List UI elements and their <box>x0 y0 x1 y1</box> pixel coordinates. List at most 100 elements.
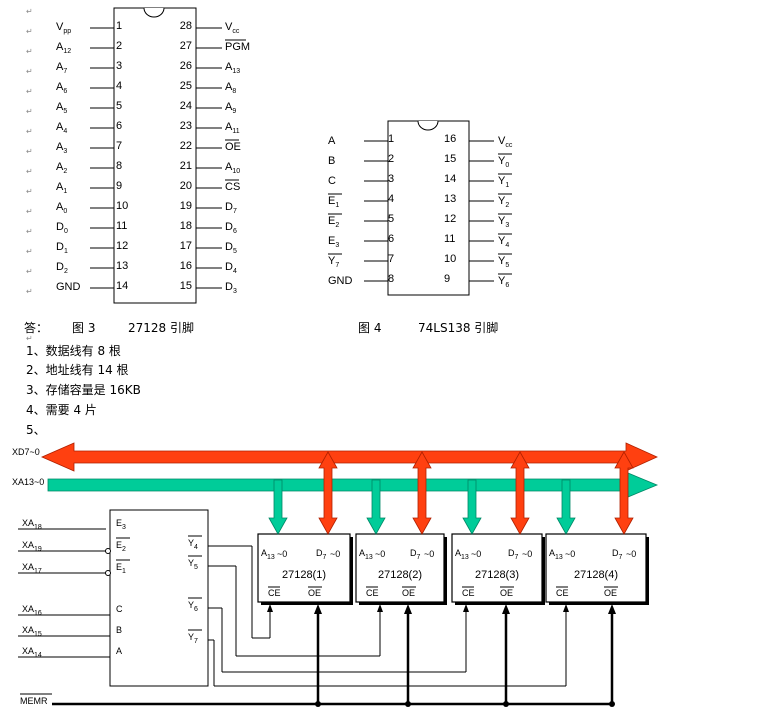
svg-text:Y6: Y6 <box>498 275 509 289</box>
pin-label: A7 <box>56 61 67 75</box>
pin-label: Y6 <box>498 273 512 289</box>
svg-text:↵: ↵ <box>26 27 33 36</box>
pin-label: Y7 <box>328 253 342 269</box>
pin-number: 2 <box>388 153 394 165</box>
svg-text:A: A <box>116 646 122 656</box>
chip-addr-suffix: ~0 <box>277 549 287 559</box>
ce-arrowhead <box>563 604 569 612</box>
inversion-bubble <box>105 548 111 554</box>
address-bus-tap <box>462 479 482 535</box>
junction-dot <box>405 701 411 707</box>
svg-text:↵: ↵ <box>26 67 33 76</box>
pin-number: 28 <box>180 20 192 32</box>
answer-prefix: 答： <box>24 320 48 335</box>
svg-text:D6: D6 <box>225 221 237 235</box>
ce-arrowhead <box>377 604 383 612</box>
data-bus-tap <box>318 451 338 535</box>
chip-oe-label: OE <box>308 588 321 598</box>
svg-text:OE: OE <box>225 141 241 153</box>
svg-text:D2: D2 <box>56 261 68 275</box>
pin-label: Vcc <box>498 135 513 149</box>
pin-number: 15 <box>180 280 192 292</box>
answer-4: 4、需要 4 片 <box>26 403 97 417</box>
pin-label: A2 <box>56 161 67 175</box>
svg-text:A12: A12 <box>56 41 71 55</box>
svg-text:C: C <box>328 175 336 187</box>
decoder-74ls138 <box>109 509 209 687</box>
pin-number: 1 <box>116 20 122 32</box>
chip-data-label: D7 <box>410 548 421 561</box>
svg-text:D7: D7 <box>225 201 237 215</box>
pin-label: A6 <box>56 81 67 95</box>
pin-number: 11 <box>444 233 455 245</box>
figure-3-title: 27128 引脚 <box>128 320 194 335</box>
svg-text:D7: D7 <box>410 548 421 561</box>
svg-text:Vcc: Vcc <box>225 21 240 35</box>
svg-text:D3: D3 <box>225 281 237 295</box>
pin-label: Vcc <box>225 21 240 35</box>
pin-number: 11 <box>116 220 127 232</box>
svg-text:↵: ↵ <box>26 207 33 216</box>
pin-number: 23 <box>180 120 192 132</box>
pin-number: 22 <box>180 140 192 152</box>
svg-text:↵: ↵ <box>26 267 33 276</box>
decoder-output-label: Y4 <box>188 535 202 551</box>
oe-arrowhead <box>404 604 412 614</box>
svg-text:PGM: PGM <box>225 41 250 53</box>
pin-label: A10 <box>225 161 240 175</box>
svg-text:CS: CS <box>225 181 240 193</box>
svg-text:E2: E2 <box>116 540 126 553</box>
pin-label: A13 <box>225 61 240 75</box>
pin-number: 3 <box>116 60 122 72</box>
chip-notch <box>143 7 165 18</box>
pin-label: Y4 <box>498 233 512 249</box>
pin-label: D3 <box>225 281 237 295</box>
chip-addr-suffix: ~0 <box>471 549 481 559</box>
oe-arrowhead <box>314 604 322 614</box>
svg-text:E2: E2 <box>328 215 339 229</box>
ce-arrowhead <box>267 604 273 612</box>
decoder-output-label: Y7 <box>188 629 202 645</box>
decoder-pin-label: E3 <box>116 518 126 531</box>
pin-number: 15 <box>444 153 456 165</box>
pin-label: Y1 <box>498 173 512 189</box>
pin-label: Y5 <box>498 253 512 269</box>
pin-number: 13 <box>444 193 456 205</box>
oe-arrowhead <box>502 604 510 614</box>
chip-data-label: D7 <box>508 548 519 561</box>
svg-text:E1: E1 <box>116 562 126 575</box>
svg-text:A1: A1 <box>56 181 67 195</box>
svg-text:↵: ↵ <box>26 87 33 96</box>
pin-label: Y3 <box>498 213 512 229</box>
pin-label: A11 <box>225 121 240 135</box>
pin-number: 6 <box>388 233 394 245</box>
chip-name: 27128(1) <box>282 569 326 581</box>
answer-1: 1、数据线有 8 根 <box>26 343 121 358</box>
junction-dot <box>315 701 321 707</box>
answer-2: 2、地址线有 14 根 <box>26 363 129 377</box>
pin-label: C <box>328 175 336 187</box>
oe-arrowhead <box>608 604 616 614</box>
svg-text:Y2: Y2 <box>498 195 509 209</box>
pin-number: 16 <box>444 133 456 145</box>
svg-text:↵: ↵ <box>26 227 33 236</box>
chip-addr-suffix: ~0 <box>375 549 385 559</box>
svg-text:↵: ↵ <box>26 187 33 196</box>
svg-text:Y5: Y5 <box>188 558 198 571</box>
pin-number: 18 <box>180 220 192 232</box>
pin-number: 5 <box>388 213 394 225</box>
figure-4-title: 74LS138 引脚 <box>418 320 498 335</box>
svg-text:C: C <box>116 604 123 614</box>
svg-text:↵: ↵ <box>26 147 33 156</box>
pin-number: 9 <box>444 273 450 285</box>
chip-oe-label: OE <box>402 588 415 598</box>
svg-text:Vpp: Vpp <box>56 21 71 35</box>
pin-label: D5 <box>225 241 237 255</box>
svg-text:A13: A13 <box>225 61 240 75</box>
svg-text:A9: A9 <box>225 101 236 115</box>
svg-text:A5: A5 <box>56 101 67 115</box>
